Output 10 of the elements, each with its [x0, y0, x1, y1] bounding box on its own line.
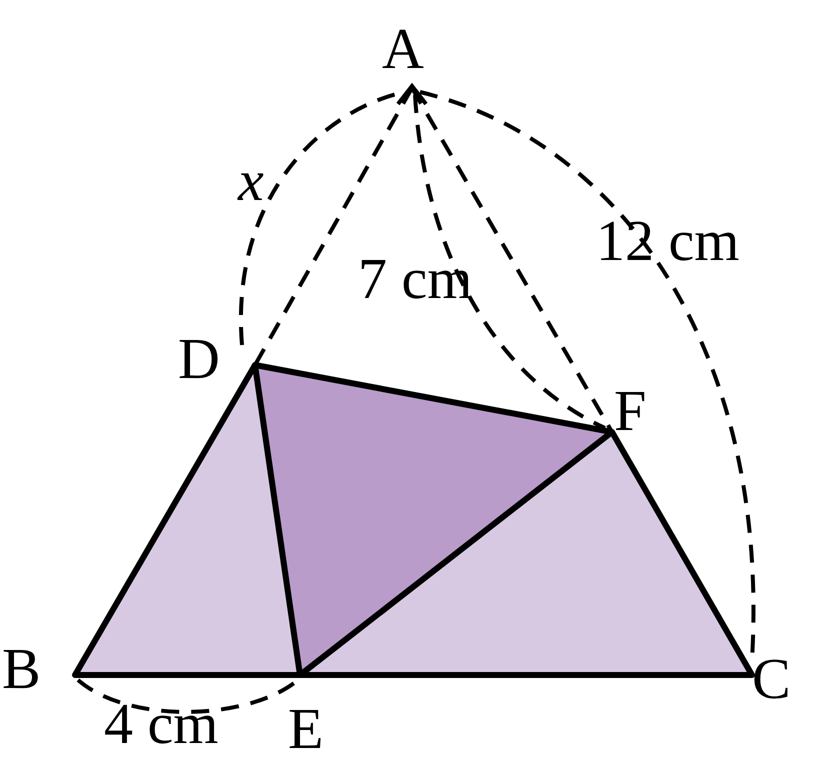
point-label: E: [288, 700, 324, 758]
point-label: B: [2, 640, 41, 698]
point-label: D: [178, 330, 220, 388]
point-label: A: [382, 20, 424, 78]
dimension-label: 7 cm: [358, 250, 472, 308]
dimension-label: 4 cm: [104, 695, 218, 753]
point-label: C: [752, 650, 791, 708]
dimension-label: 12 cm: [596, 212, 740, 270]
dimension-label: x: [238, 152, 264, 210]
point-label: F: [614, 382, 646, 440]
